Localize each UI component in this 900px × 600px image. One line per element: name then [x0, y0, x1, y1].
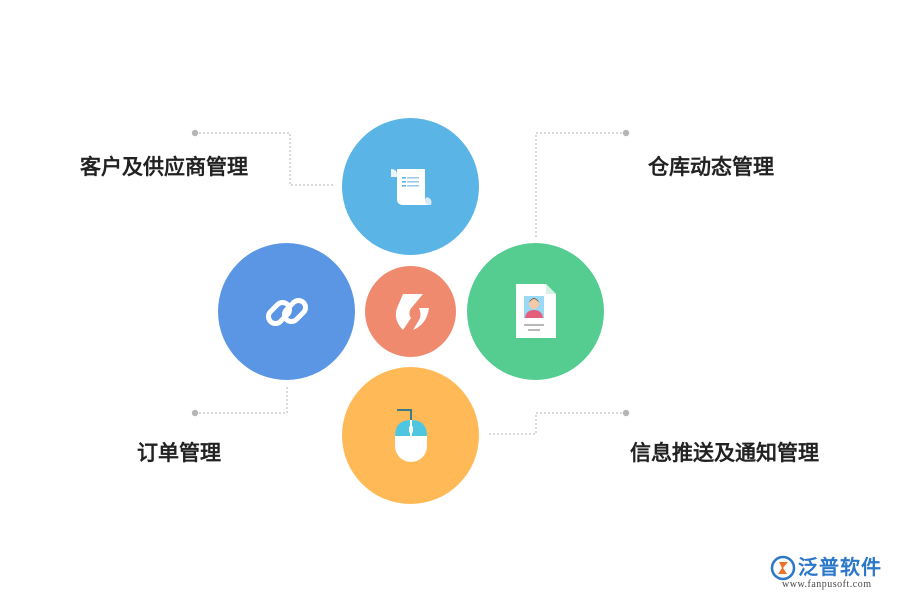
mouse-icon [394, 408, 427, 462]
fanpu-logo: 泛普软件 www.fanpusoft.com [770, 554, 894, 594]
customer-supplier-circle [342, 118, 479, 255]
connector-dot-top-left [191, 129, 199, 137]
order-circle [218, 243, 355, 380]
label-info-push: 信息推送及通知管理 [630, 441, 819, 465]
connector-dot-bottom-right [622, 409, 630, 417]
fanpu-logo-mark-icon [770, 555, 796, 581]
connector-dot-top-right [622, 129, 630, 137]
connector-bottom-left [195, 386, 288, 414]
center-circle [365, 266, 456, 357]
brand-logo-icon [395, 293, 429, 330]
connector-dot-bottom-left [191, 409, 199, 417]
info-push-circle [342, 367, 479, 504]
warehouse-circle [467, 243, 604, 380]
label-customer-supplier: 客户及供应商管理 [80, 155, 248, 179]
logo-title: 泛普软件 [798, 555, 882, 579]
connector-top-left [195, 132, 333, 186]
label-order: 订单管理 [137, 441, 221, 465]
chain-link-icon [265, 297, 308, 326]
scroll-icon [390, 168, 431, 205]
profile-card-icon [515, 283, 556, 338]
connector-bottom-right [488, 412, 626, 435]
logo-url: www.fanpusoft.com [782, 579, 872, 590]
label-warehouse: 仓库动态管理 [648, 155, 774, 179]
connector-top-right [535, 132, 626, 237]
